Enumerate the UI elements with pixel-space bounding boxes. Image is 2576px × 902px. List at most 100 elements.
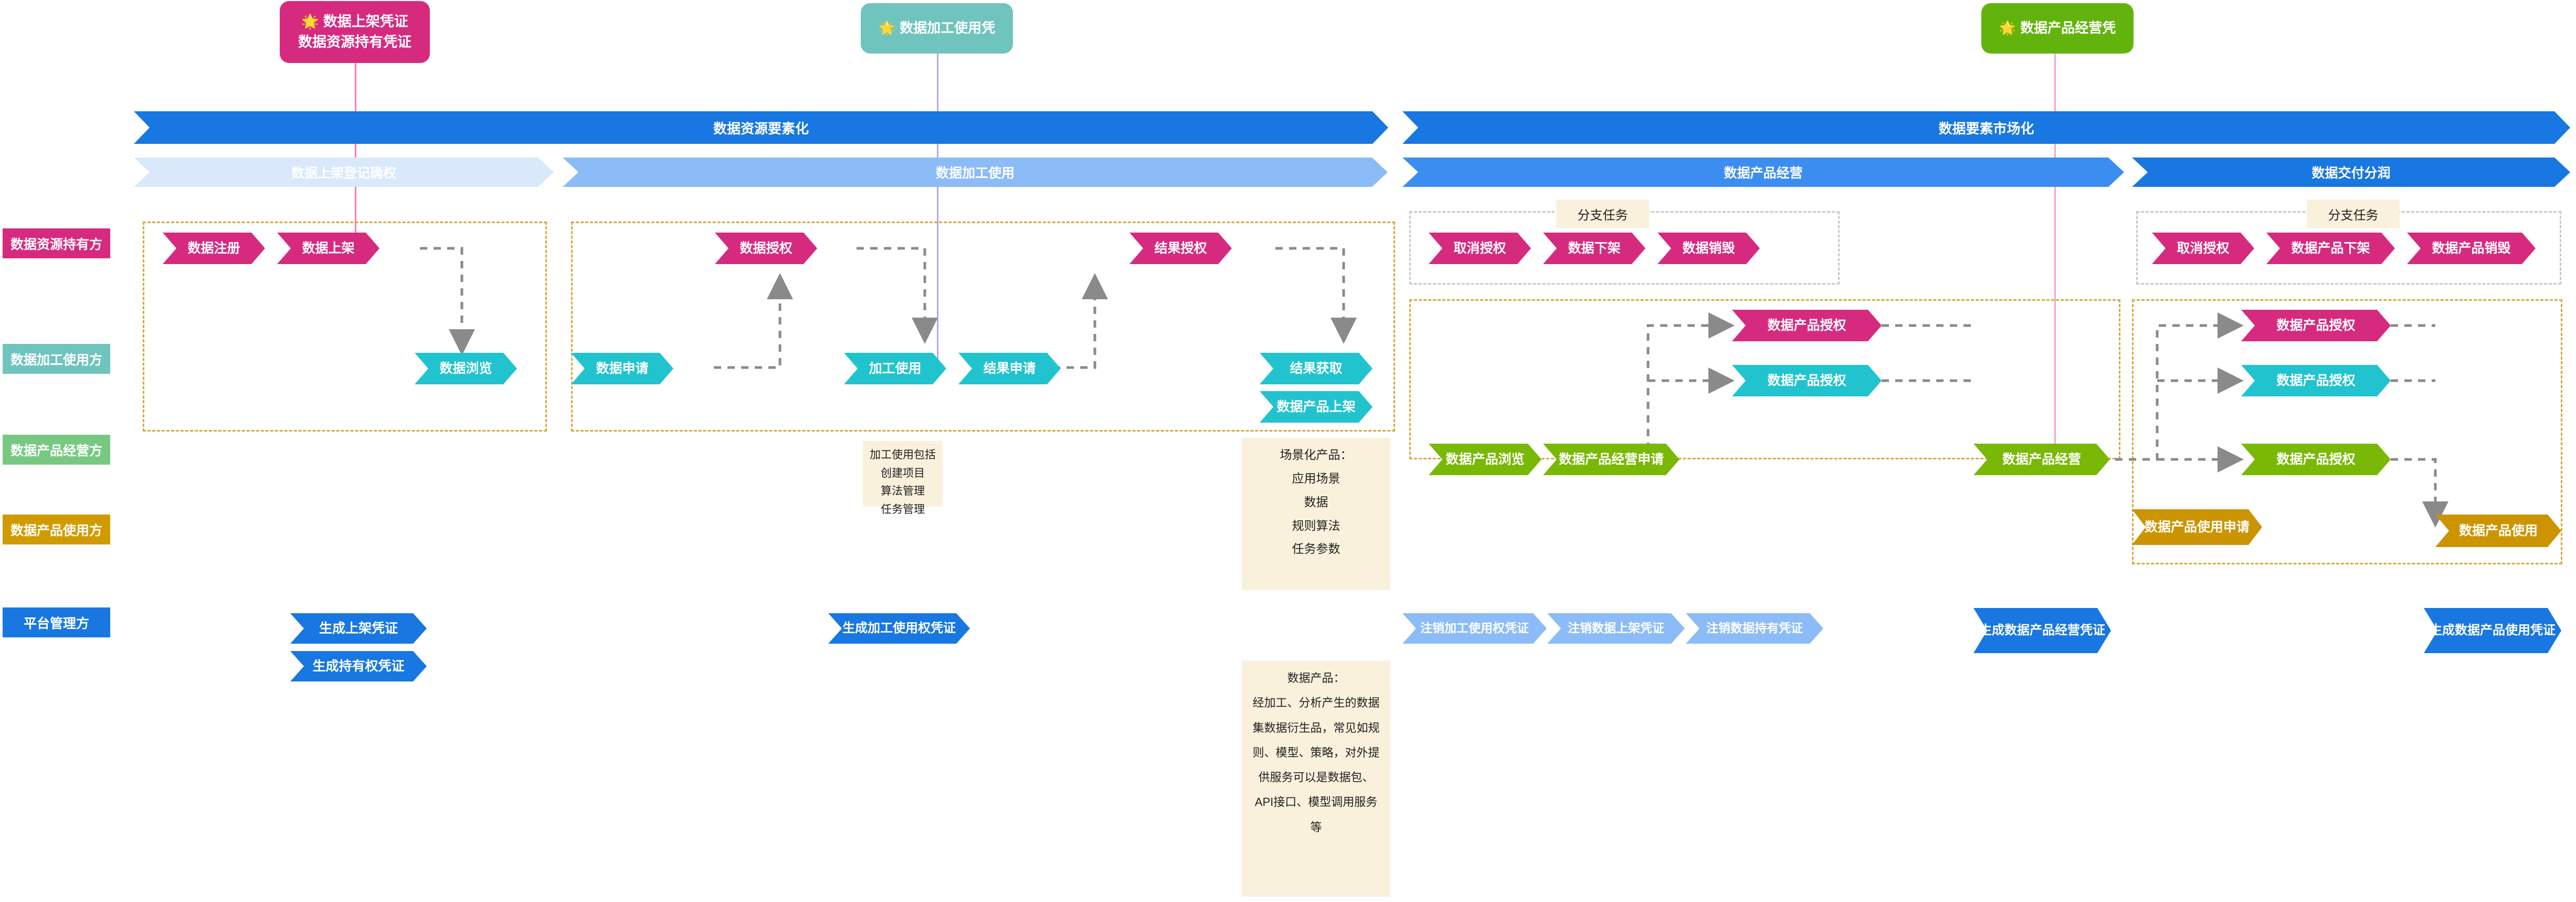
step-label: 生成数据产品使用凭证 [2430,623,2556,637]
step-label: 数据注册 [187,241,240,256]
role-label-text: 数据产品经营方 [10,443,102,458]
step-label: 数据产品上架 [1276,400,1356,414]
note-line: 算法管理 [881,485,925,498]
step-data-authorization[interactable]: 数据授权 [715,233,817,264]
credential-line-text: 🌟数据上架凭证 [301,13,408,29]
step-label: 取消授权 [2177,241,2230,256]
step-result-application[interactable]: 结果申请 [958,353,1061,384]
note-line: 集数据衍生品，常见如规 [1252,721,1380,735]
step-label: 数据产品下架 [2291,241,2370,256]
step-product-authorization-right-green[interactable]: 数据产品授权 [2241,444,2391,475]
step-result-acquisition[interactable]: 结果获取 [1260,353,1373,384]
credential-line-2 [937,53,938,368]
step-label: 数据下架 [1568,241,1621,256]
group-box-listing [143,222,547,432]
role-label-data-holder: 数据资源持有方 [3,228,110,258]
group-box-processing [571,222,1395,432]
note-line: 则、模型、策略，对外提 [1252,746,1380,759]
step-product-destruction[interactable]: 数据产品销毁 [2407,233,2536,264]
step-label: 取消授权 [1453,241,1506,256]
sub-banner-data-processing[interactable]: 数据加工使用 [563,158,1388,187]
step-label: 数据产品授权 [1767,318,1846,333]
step-product-delisting[interactable]: 数据产品下架 [2266,233,2395,264]
phase-banner-data-resource[interactable]: 数据资源要素化 [134,111,1388,144]
step-cancel-authorization-product[interactable]: 取消授权 [2152,233,2254,264]
step-revoke-listing-cert[interactable]: 注销数据上架凭证 [1547,613,1685,644]
role-label-product-user: 数据产品使用方 [3,515,110,544]
credential-line-text: 数据资源持有凭证 [298,34,411,50]
note-line: 加工使用包括 [870,449,936,461]
credential-line-3 [2054,53,2056,452]
branch-task-label: 分支任务 [1577,208,1628,223]
credential-badge-product-operation[interactable]: 🌟数据产品经营凭 [1981,3,2134,54]
step-product-usage[interactable]: 数据产品使用 [2435,515,2561,547]
step-revoke-processing-cert[interactable]: 注销加工使用权凭证 [1402,613,1547,644]
sub-banner-listing-registration[interactable]: 数据上架登记确权 [134,158,554,187]
step-product-listing[interactable]: 数据产品上架 [1260,391,1373,423]
step-label: 注销数据上架凭证 [1568,621,1664,635]
role-label-text: 数据资源持有方 [10,237,102,252]
step-label: 数据浏览 [439,361,492,376]
note-line: 创建项目 [881,467,925,479]
step-generate-product-operation-cert[interactable]: 生成数据产品经营凭证 [1973,608,2111,653]
step-product-browse[interactable]: 数据产品浏览 [1429,444,1542,475]
step-data-registration[interactable]: 数据注册 [163,233,265,264]
note-line: 经加工、分析产生的数据 [1252,696,1380,710]
sub-banner-delivery-sharing[interactable]: 数据交付分润 [2132,158,2570,187]
credential-badge-data-listing[interactable]: 🌟数据上架凭证 数据资源持有凭证 [280,1,430,63]
note-line: 数据 [1304,495,1328,509]
sub-banner-label: 数据上架登记确权 [291,166,396,181]
step-label: 数据产品使用申请 [2144,520,2250,534]
step-product-authorization-right-teal[interactable]: 数据产品授权 [2241,365,2391,396]
note-line: 场景化产品： [1280,448,1353,462]
credential-badge-processing[interactable]: 🌟数据加工使用凭 [861,3,1013,54]
note-line: 供服务可以是数据包、 [1258,771,1374,784]
step-label: 数据产品浏览 [1445,452,1525,467]
step-result-authorization[interactable]: 结果授权 [1129,233,1232,264]
note-line: 数据产品： [1287,672,1345,685]
step-label: 生成持有权凭证 [312,659,405,674]
step-label: 注销加工使用权凭证 [1420,621,1529,635]
step-product-authorization-right-pink[interactable]: 数据产品授权 [2241,310,2391,341]
step-processing-usage[interactable]: 加工使用 [844,353,946,384]
step-product-operation[interactable]: 数据产品经营 [1973,444,2110,475]
note-scenario-product: 场景化产品： 应用场景 数据 规则算法 任务参数 [1242,438,1390,590]
step-label: 数据产品经营 [2002,452,2081,467]
step-label: 数据产品经营申请 [1558,452,1664,467]
step-generate-processing-cert[interactable]: 生成加工使用权凭证 [828,613,970,644]
step-data-browse[interactable]: 数据浏览 [415,353,517,384]
step-revoke-holding-cert[interactable]: 注销数据持有凭证 [1686,613,1823,644]
step-data-application[interactable]: 数据申请 [571,353,673,384]
step-product-operation-application[interactable]: 数据产品经营申请 [1543,444,1680,475]
step-product-usage-application[interactable]: 数据产品使用申请 [2132,509,2262,545]
note-line: 任务管理 [881,503,925,516]
step-label: 数据产品授权 [2276,373,2356,388]
step-data-listing[interactable]: 数据上架 [277,233,379,264]
step-label: 数据产品授权 [1767,373,1846,388]
role-label-text: 数据产品使用方 [10,523,102,538]
phase-banner-market[interactable]: 数据要素市场化 [1402,111,2570,144]
step-generate-listing-cert[interactable]: 生成上架凭证 [290,613,427,644]
sub-banner-label: 数据交付分润 [2311,166,2391,181]
credential-line-text: 🌟数据加工使用凭 [878,20,996,36]
step-product-authorization-holder[interactable]: 数据产品授权 [1732,310,1882,341]
step-cancel-authorization-data[interactable]: 取消授权 [1429,233,1531,264]
step-generate-product-usage-cert[interactable]: 生成数据产品使用凭证 [2424,608,2561,653]
role-label-platform-manager: 平台管理方 [3,607,110,637]
credential-line-1 [355,62,356,248]
sub-banner-label: 数据加工使用 [935,166,1015,181]
step-generate-holding-cert[interactable]: 生成持有权凭证 [290,651,427,681]
role-label-text: 数据加工使用方 [10,352,102,368]
step-data-destruction[interactable]: 数据销毁 [1657,233,1760,264]
sub-banner-product-operation[interactable]: 数据产品经营 [1402,158,2124,187]
step-label: 结果申请 [983,361,1036,376]
step-label: 结果获取 [1290,361,1343,376]
note-processing-scope: 加工使用包括 创建项目 算法管理 任务管理 [863,441,943,516]
step-label: 数据销毁 [1682,241,1735,256]
step-product-authorization-processor[interactable]: 数据产品授权 [1732,365,1882,396]
step-label: 数据产品授权 [2276,452,2356,467]
step-data-delisting[interactable]: 数据下架 [1543,233,1645,264]
role-label-product-operator: 数据产品经营方 [3,435,110,465]
note-data-product-definition: 数据产品： 经加工、分析产生的数据 集数据衍生品，常见如规 则、模型、策略，对外… [1242,660,1390,897]
note-line: 等 [1310,820,1322,834]
